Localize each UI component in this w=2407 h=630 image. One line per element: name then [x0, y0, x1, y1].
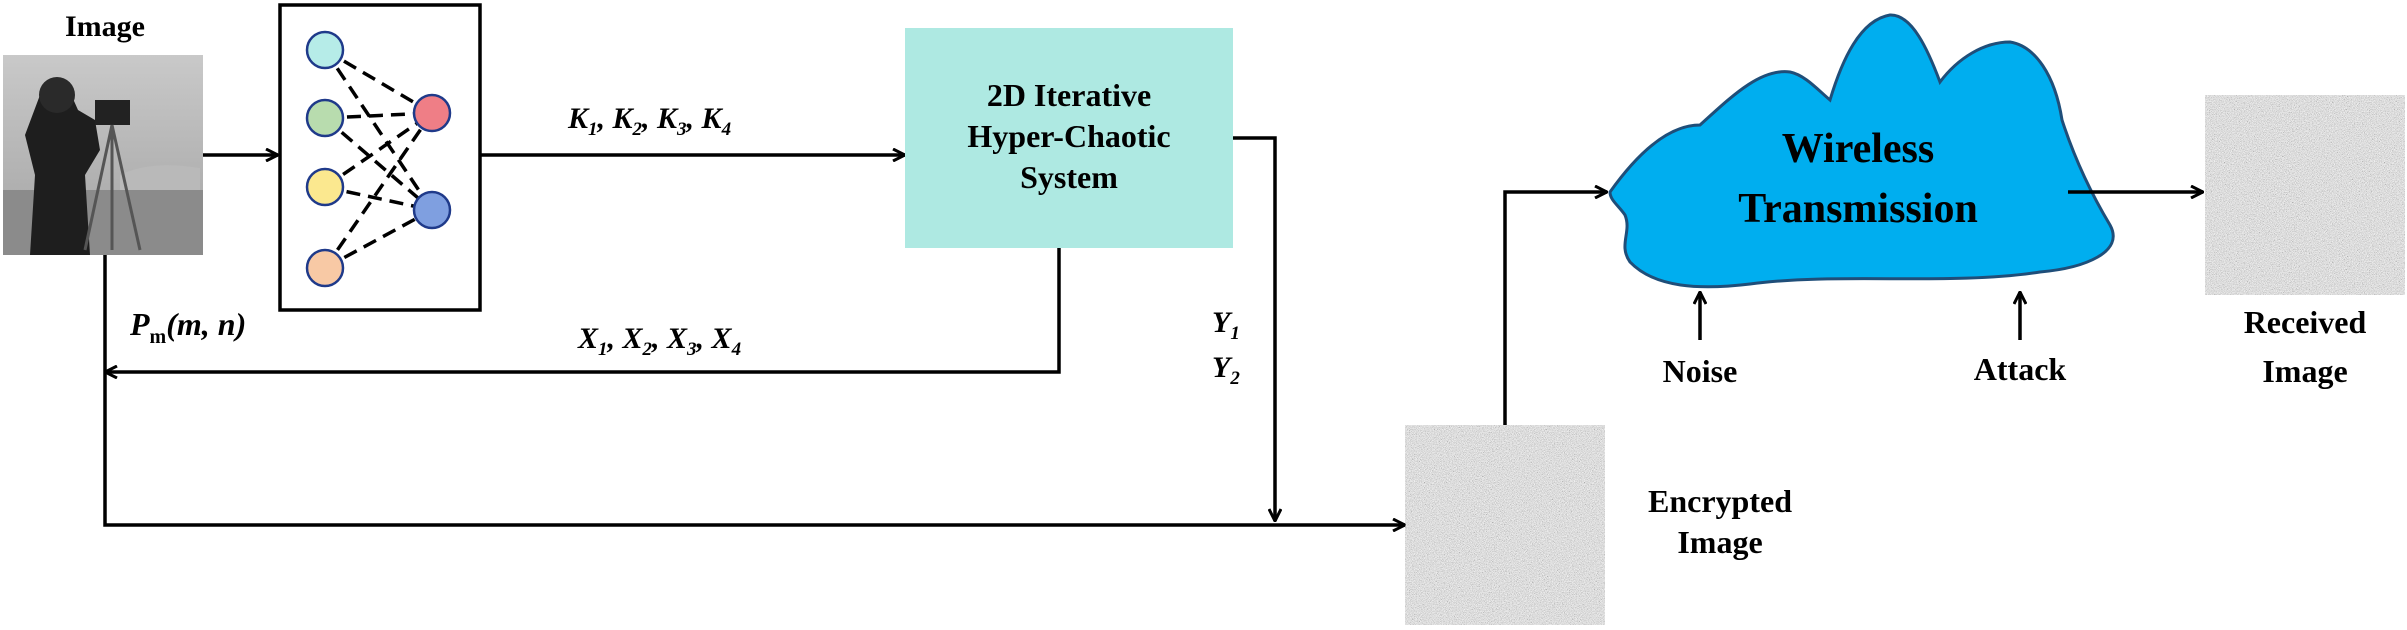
wireless-label-line-2: Transmission — [1738, 186, 1978, 232]
attack-label: Attack — [1974, 351, 2067, 387]
chaotic-system-line-3: System — [1020, 159, 1118, 195]
received-label-line-1: Received — [2244, 304, 2367, 340]
x-seq-label: X1, X2, X3, X4 — [577, 322, 741, 360]
output-node-1 — [412, 93, 452, 133]
wireless-label-line-1: Wireless — [1782, 126, 1934, 172]
encrypted-label-line-1: Encrypted — [1648, 483, 1792, 519]
wireless-cloud — [1608, 13, 2115, 289]
input-node-4 — [305, 248, 345, 288]
chaotic-system-box — [905, 28, 1233, 248]
input-node-2 — [305, 98, 345, 138]
arrow-y-path — [1233, 136, 1275, 521]
noise-image — [1405, 425, 1605, 625]
cameraman-photo — [3, 55, 203, 256]
received-label-line-2: Image — [2262, 353, 2347, 389]
chaotic-system-line-1: 2D Iterative — [987, 77, 1151, 113]
pixel-label: Pm(m, n) — [129, 306, 246, 348]
encrypted-label-line-2: Image — [1677, 524, 1762, 560]
received-noise-image — [2205, 95, 2405, 295]
arrow-pixel-path — [103, 255, 1405, 525]
input-image-label: Image — [65, 10, 145, 43]
arrow-x-feedback — [105, 248, 1061, 372]
chaotic-system-line-2: Hyper-Chaotic — [967, 118, 1170, 154]
arrow-encrypted-to-cloud — [1503, 192, 1607, 425]
y1-label: Y1 — [1212, 306, 1240, 344]
noise-label: Noise — [1663, 353, 1738, 389]
input-node-3 — [305, 167, 345, 207]
k-keys-label: K1, K2, K3, K4 — [567, 102, 731, 140]
input-node-1 — [305, 30, 345, 70]
output-node-2 — [412, 190, 452, 230]
y2-label: Y2 — [1212, 351, 1240, 389]
